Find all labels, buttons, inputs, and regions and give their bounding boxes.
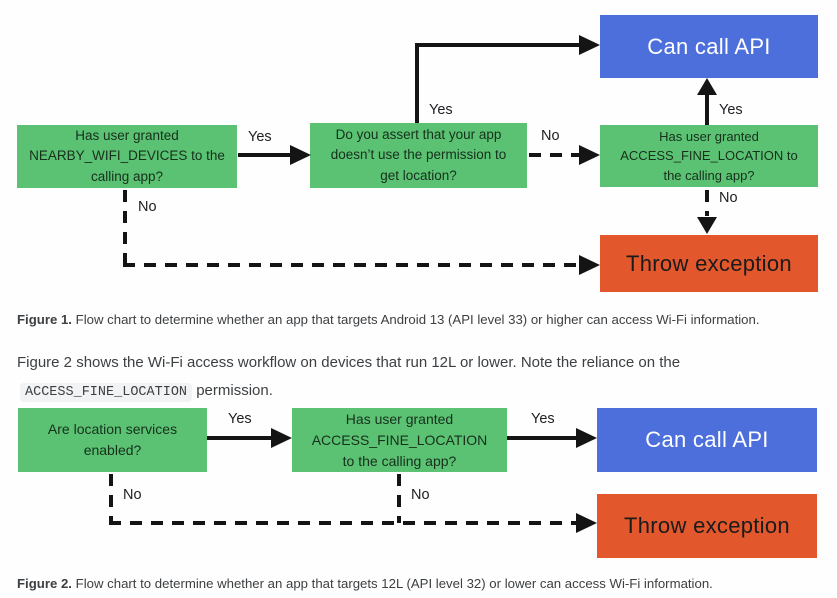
figure1-caption-label: Figure 1. [17, 312, 72, 328]
edge-label-no: No [411, 487, 430, 503]
node-location-services-question: Are location services enabled? [18, 408, 207, 472]
arrowhead-down-icon [697, 217, 717, 234]
arrow-no-finelocation-to-throw [705, 190, 709, 216]
figure2-caption-label: Figure 2. [17, 576, 72, 592]
edge-label-no: No [123, 487, 142, 503]
figure1-caption-text: Flow chart to determine whether an app t… [71, 312, 760, 328]
arrow-yes-finelocation-to-cancall [507, 436, 576, 440]
edge-label-yes: Yes [531, 411, 555, 427]
arrow-no-services-to-throw [109, 521, 576, 525]
arrow-yes-nearby-to-assert [238, 153, 291, 157]
arrowhead-right-icon [271, 428, 292, 448]
arrow-no-nearby-to-throw [123, 263, 579, 267]
arrowhead-right-icon [579, 145, 600, 165]
arrowhead-up-icon [697, 78, 717, 95]
edge-label-yes: Yes [719, 102, 743, 118]
edge-label-yes: Yes [248, 129, 272, 145]
edge-label-yes: Yes [429, 102, 453, 118]
arrow-no-nearby-down [123, 190, 127, 265]
node-assert-no-location-question: Do you assert that your app doesn’t use … [310, 123, 527, 188]
paragraph-line1: Figure 2 shows the Wi-Fi access workflow… [17, 354, 681, 371]
node-throw-exception: Throw exception [597, 494, 817, 558]
node-fine-location-question: Has user granted ACCESS_FINE_LOCATION to… [600, 125, 818, 187]
arrow-no-finelocation-down [397, 474, 401, 523]
edge-label-no: No [541, 128, 560, 144]
code-access-fine-location: ACCESS_FINE_LOCATION [20, 383, 193, 402]
figure2-caption: Figure 2. Flow chart to determine whethe… [17, 574, 829, 593]
arrowhead-right-icon [576, 513, 597, 533]
node-throw-exception: Throw exception [600, 235, 818, 292]
arrowhead-right-icon [290, 145, 311, 165]
arrowhead-right-icon [576, 428, 597, 448]
figure1-caption: Figure 1. Flow chart to determine whethe… [17, 310, 829, 329]
figure2-caption-text: Flow chart to determine whether an app t… [71, 576, 713, 592]
arrow-no-services-down [109, 474, 113, 523]
arrow-yes-services-to-finelocation [207, 436, 271, 440]
edge-label-no: No [138, 199, 157, 215]
arrowhead-right-icon [579, 35, 600, 55]
paragraph-line2: ACCESS_FINE_LOCATION permission. [17, 382, 273, 402]
arrowhead-right-icon [579, 255, 600, 275]
arrow-no-assert-to-finelocation [529, 153, 579, 157]
edge-label-no: No [719, 190, 738, 206]
edge-label-yes: Yes [228, 411, 252, 427]
arrow-yes-assert-up [415, 43, 419, 123]
node-nearby-wifi-question: Has user granted NEARBY_WIFI_DEVICES to … [17, 125, 237, 188]
node-fine-location-question: Has user granted ACCESS_FINE_LOCATION to… [292, 408, 507, 472]
paragraph-line2-suffix: permission. [196, 382, 273, 399]
node-can-call-api: Can call API [597, 408, 817, 472]
arrow-yes-finelocation-to-cancall [705, 94, 709, 125]
arrow-yes-assert-to-cancall [415, 43, 580, 47]
body-paragraph: Figure 2 shows the Wi-Fi access workflow… [17, 351, 829, 404]
node-can-call-api: Can call API [600, 15, 818, 78]
